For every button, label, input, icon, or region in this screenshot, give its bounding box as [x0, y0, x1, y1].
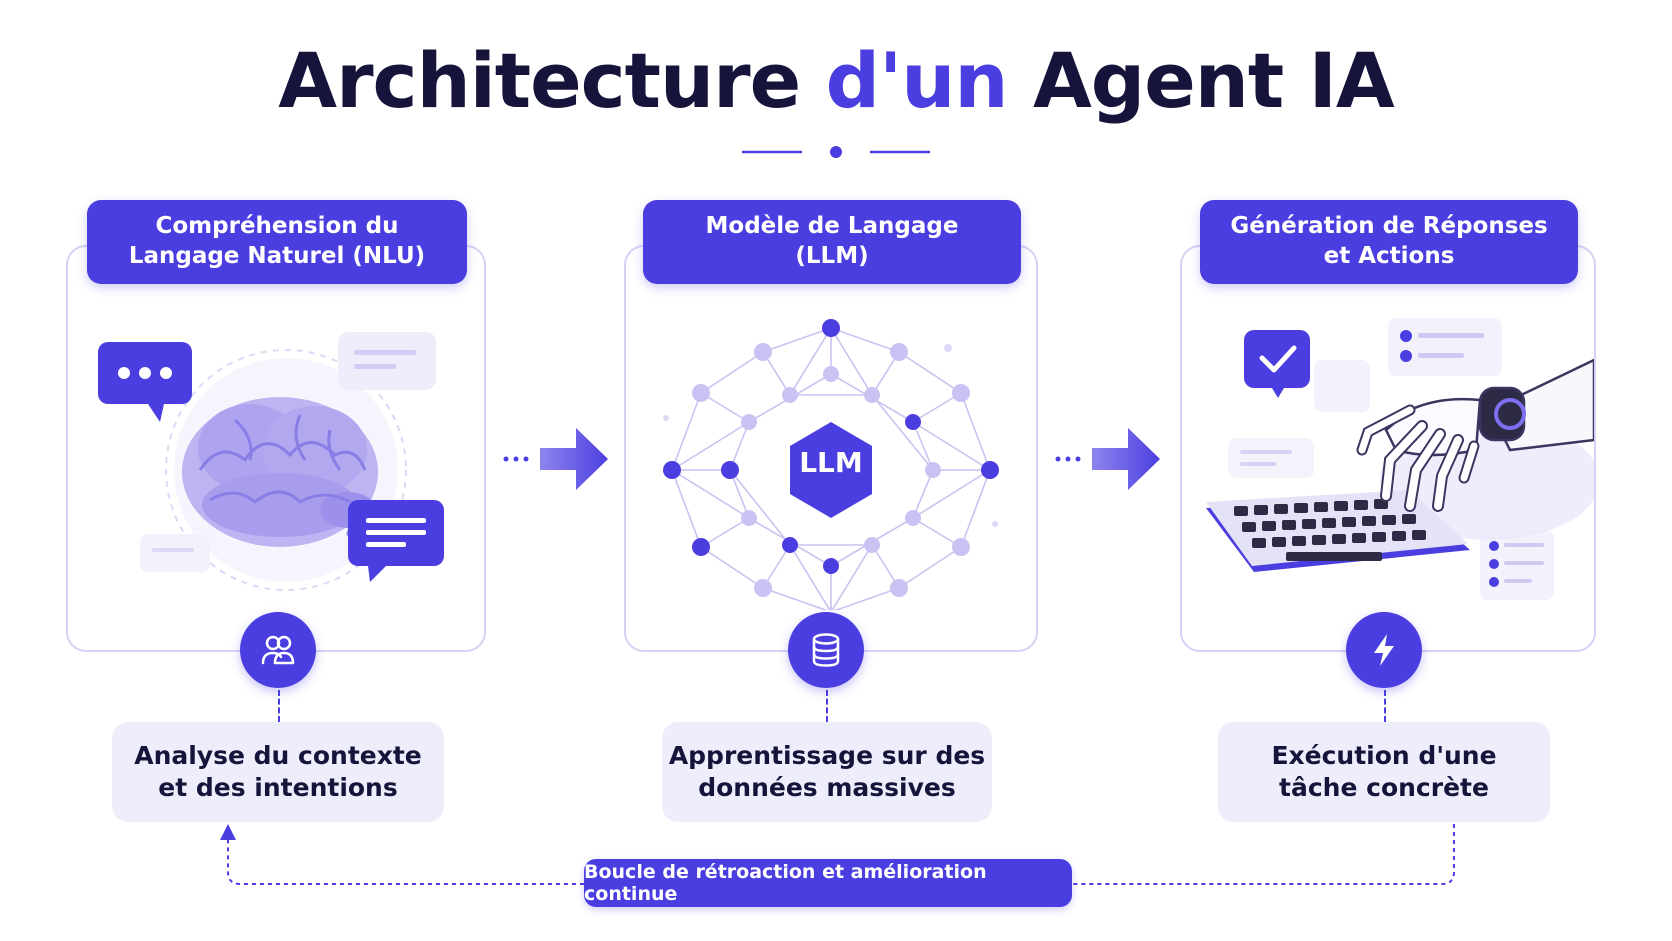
- card-header-generation: Génération de Réponses et Actions: [1200, 200, 1578, 284]
- chat-bubble-icon: [98, 342, 192, 422]
- description-llm: Apprentissage sur des données massives: [662, 722, 992, 822]
- page-title: Architecture d'un Agent IA: [0, 36, 1672, 125]
- connector-llm: [826, 690, 828, 722]
- description-generation: Exécution d'une tâche concrète: [1218, 722, 1550, 822]
- llm-center-label: LLM: [799, 446, 863, 479]
- connector-nlu: [278, 690, 280, 722]
- arrow-right-icon: [1055, 428, 1160, 490]
- message-bubble-icon: [348, 500, 444, 582]
- title-part1: Architecture: [278, 36, 801, 125]
- lightning-icon: [1374, 634, 1394, 666]
- card-header-nlu: Compréhension du Langage Naturel (NLU): [87, 200, 467, 284]
- users-icon-circle: [240, 612, 316, 688]
- connector-generation: [1384, 690, 1386, 722]
- database-icon: [812, 633, 840, 667]
- users-icon: [261, 635, 295, 665]
- title-accent: d'un: [825, 36, 1009, 125]
- brain-illustration: [98, 332, 444, 591]
- robot-hand-illustration: [1206, 318, 1594, 600]
- title-part2: Agent IA: [1032, 36, 1395, 125]
- description-nlu: Analyse du contexte et des intentions: [112, 722, 444, 822]
- title-divider: [742, 146, 930, 158]
- feedback-loop-label: Boucle de rétroaction et amélioration co…: [584, 859, 1072, 907]
- neural-network-illustration: [663, 319, 999, 610]
- lightning-icon-circle: [1346, 612, 1422, 688]
- database-icon-circle: [788, 612, 864, 688]
- arrow-right-icon: [503, 428, 608, 490]
- check-icon: [1244, 330, 1310, 398]
- card-header-llm: Modèle de Langage (LLM): [643, 200, 1021, 284]
